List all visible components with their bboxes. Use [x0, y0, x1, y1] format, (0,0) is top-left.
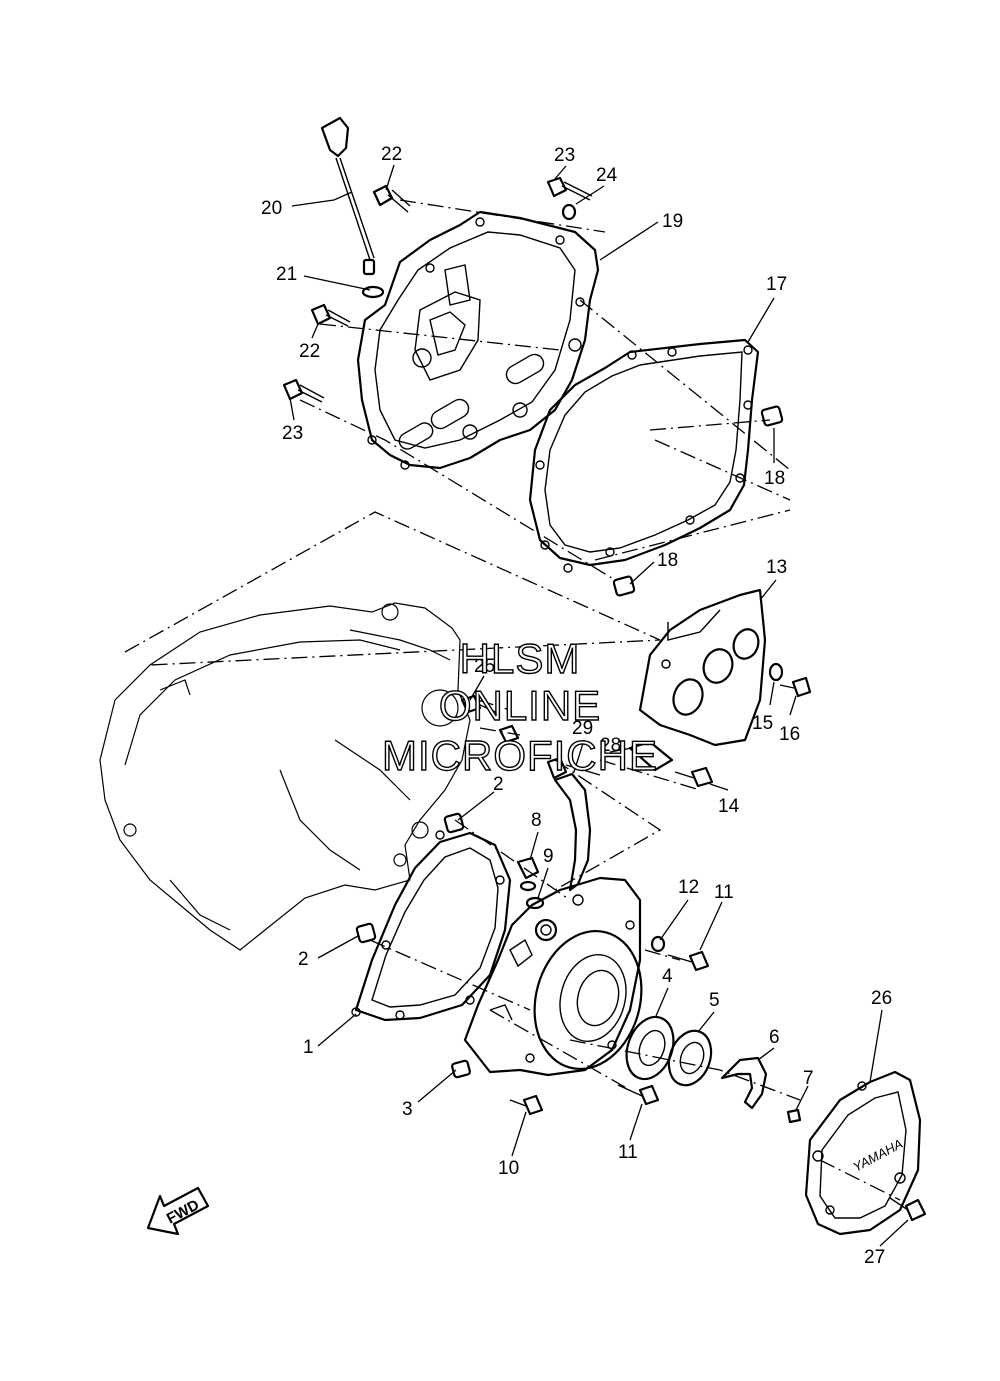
alignment-lines	[124, 199, 901, 1201]
oil-dipstick	[320, 116, 385, 299]
callout-3: 3	[402, 1099, 413, 1120]
callout-22-top: 22	[381, 144, 402, 165]
callout-12: 12	[678, 877, 699, 898]
callout-21: 21	[276, 264, 297, 285]
clutch-cover	[356, 210, 600, 470]
bolts-upper	[282, 176, 593, 403]
crankcase-outline	[99, 602, 471, 951]
dowel-pins	[612, 405, 784, 597]
callout-23-top: 23	[554, 145, 575, 166]
callout-2-top: 2	[493, 774, 504, 795]
small-parts	[355, 812, 710, 1116]
fwd-label: FWD	[164, 1196, 202, 1227]
case-gasket	[351, 830, 512, 1022]
callout-23-low: 23	[282, 423, 303, 444]
cover-gasket	[528, 338, 760, 573]
callout-18-right: 18	[764, 468, 785, 489]
cover-brand-text: YAMAHA	[850, 1136, 905, 1175]
leader-lines	[289, 164, 909, 1247]
callout-29: 29	[572, 718, 593, 739]
callout-8: 8	[531, 810, 542, 831]
callout-24: 24	[596, 165, 618, 186]
callout-4: 4	[662, 966, 673, 987]
callout-labels: 20 22 23 24 19 21 22 17 23 18 18 13 25 1…	[261, 144, 892, 1268]
bearing-seal-set	[625, 1015, 802, 1124]
bolt-25	[460, 694, 520, 744]
watermark-line2: ONLINE	[439, 682, 601, 729]
callout-16: 16	[779, 724, 800, 745]
callout-19: 19	[662, 211, 683, 232]
watermark-line3: MICROFICHE	[382, 732, 658, 779]
sprocket-cover	[638, 588, 812, 747]
callout-13: 13	[766, 557, 787, 578]
callout-7: 7	[803, 1068, 814, 1089]
watermark-line1: HLSM	[460, 635, 581, 682]
callout-20: 20	[261, 198, 282, 219]
callout-26: 26	[871, 988, 892, 1009]
fwd-arrow-icon: FWD	[146, 1186, 210, 1236]
callout-25: 25	[474, 656, 495, 677]
callout-27: 27	[864, 1247, 885, 1268]
callout-1: 1	[303, 1037, 314, 1058]
callout-2-left: 2	[298, 949, 309, 970]
callout-10: 10	[498, 1158, 519, 1179]
callout-9: 9	[543, 846, 554, 867]
generator-cover: YAMAHA	[804, 1070, 927, 1236]
callout-28: 28	[600, 735, 621, 756]
watermark: HLSM ONLINE MICROFICHE	[381, 634, 658, 779]
callout-17: 17	[766, 274, 787, 295]
callout-5: 5	[709, 990, 720, 1011]
callout-18-low: 18	[657, 550, 678, 571]
crankcase-cover	[463, 876, 643, 1077]
callout-11-right: 11	[714, 882, 734, 903]
callout-22-mid: 22	[299, 341, 320, 362]
callout-15: 15	[752, 713, 773, 734]
callout-6: 6	[769, 1027, 780, 1048]
callout-14: 14	[718, 796, 740, 817]
callout-11-low: 11	[618, 1142, 638, 1163]
